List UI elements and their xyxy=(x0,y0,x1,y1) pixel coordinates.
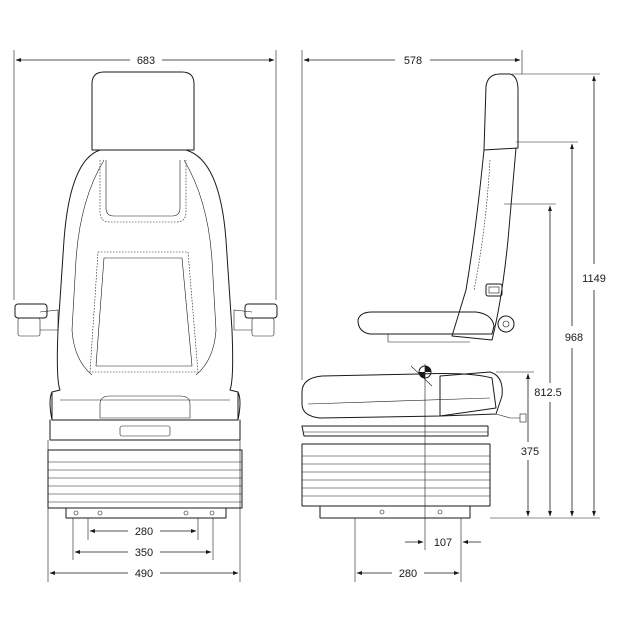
side-cog-quadrant-1 xyxy=(425,366,431,372)
front-mount-holes xyxy=(73,510,215,516)
label-1149: 1149 xyxy=(582,273,606,285)
front-right-bolster xyxy=(183,159,217,376)
side-armrest-pivot xyxy=(497,315,515,333)
front-suspension xyxy=(47,449,243,509)
front-seat-handle xyxy=(99,395,191,419)
side-bellows-ribs xyxy=(302,455,490,497)
label-350: 350 xyxy=(135,547,153,559)
side-headrest xyxy=(483,73,519,151)
front-seat-frame xyxy=(49,419,241,441)
label-8125: 812.5 xyxy=(534,387,562,399)
label-375: 375 xyxy=(521,446,539,458)
side-lumbar-knob-inner xyxy=(488,286,500,294)
front-left-armrest xyxy=(14,303,48,319)
front-seat-cushion xyxy=(49,391,241,421)
side-armrest-underside xyxy=(387,334,470,343)
front-upper-panel xyxy=(99,160,187,223)
side-cog-quadrant-2 xyxy=(419,372,425,378)
front-center-panel xyxy=(89,251,199,373)
side-armrest-pivot-center xyxy=(502,320,510,328)
front-backrest-shell xyxy=(51,149,239,421)
side-seat-cushion xyxy=(301,373,497,419)
front-left-armrest-bracket xyxy=(39,309,59,331)
side-view xyxy=(301,73,527,519)
label-front-280: 280 xyxy=(135,526,153,538)
label-107: 107 xyxy=(434,537,452,549)
side-suspension xyxy=(301,443,491,507)
front-left-bolster xyxy=(71,159,105,376)
side-backrest-seam xyxy=(473,159,491,291)
front-adjust-lever xyxy=(119,425,171,437)
front-center-panel-inner xyxy=(95,257,193,367)
front-bellows-ribs xyxy=(48,461,242,503)
side-mount-holes xyxy=(379,509,443,515)
front-headrest xyxy=(91,71,195,141)
front-right-armrest xyxy=(244,303,278,319)
side-belt-line xyxy=(410,365,433,387)
dimension-lines: 683 578 1149 968 812.5 375 28 xyxy=(13,50,606,582)
front-right-armrest-bracket xyxy=(233,309,253,331)
front-upper-panel-inner xyxy=(105,160,181,217)
label-490: 490 xyxy=(135,568,153,580)
side-cable xyxy=(495,413,520,419)
front-right-armrest-pad xyxy=(251,317,275,337)
side-armrest xyxy=(357,311,495,335)
side-hinge-block xyxy=(439,371,503,417)
label-968: 968 xyxy=(565,332,583,344)
side-slide-rail xyxy=(301,425,489,437)
side-backrest xyxy=(451,147,517,341)
side-lumbar-knob xyxy=(485,283,503,297)
side-connector xyxy=(519,413,527,423)
front-base-plate xyxy=(65,507,227,519)
label-578: 578 xyxy=(404,55,422,67)
label-683: 683 xyxy=(137,55,155,67)
front-view xyxy=(14,71,278,519)
side-base-plate xyxy=(319,505,471,519)
side-seat-line xyxy=(307,397,491,405)
label-side-280: 280 xyxy=(399,568,417,580)
front-headrest-lower xyxy=(91,139,195,151)
front-left-armrest-pad xyxy=(17,317,41,337)
